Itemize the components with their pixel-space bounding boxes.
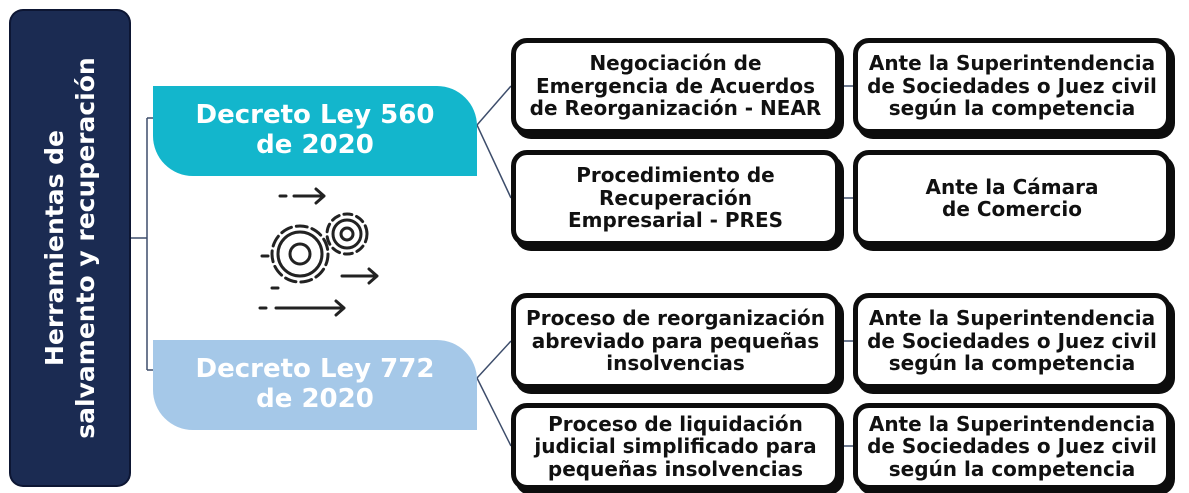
gears-arrows-icon xyxy=(258,187,379,317)
decree-772-node: Decreto Ley 772 de 2020 xyxy=(153,340,477,430)
procedure-pres: Procedimiento de Recuperación Empresaria… xyxy=(511,150,840,246)
procedure-reorganizacion-label: Proceso de reorganización abreviado para… xyxy=(526,306,825,376)
authority-near: Ante la Superintendencia de Sociedades o… xyxy=(853,38,1171,134)
decree-560-node: Decreto Ley 560 de 2020 xyxy=(153,86,477,176)
decree-772-title: Decreto Ley 772 de 2020 xyxy=(195,354,435,414)
procedure-liquidacion-label: Proceso de liquidación judicial simplifi… xyxy=(534,411,817,481)
procedure-near-label: Negociación de Emergencia de Acuerdos de… xyxy=(529,51,822,121)
decree-560-title: Decreto Ley 560 de 2020 xyxy=(195,100,435,160)
authority-reorganizacion-label: Ante la Superintendencia de Sociedades o… xyxy=(867,306,1157,376)
authority-liquidacion-label: Ante la Superintendencia de Sociedades o… xyxy=(867,411,1157,481)
root-label: Herramientas de salvamento y recuperació… xyxy=(39,57,100,439)
procedure-reorganizacion: Proceso de reorganización abreviado para… xyxy=(511,293,840,389)
authority-pres: Ante la Cámara de Comercio xyxy=(853,150,1171,246)
authority-reorganizacion: Ante la Superintendencia de Sociedades o… xyxy=(853,293,1171,389)
procedure-pres-label: Procedimiento de Recuperación Empresaria… xyxy=(567,163,784,233)
authority-liquidacion: Ante la Superintendencia de Sociedades o… xyxy=(853,403,1171,490)
root-node: Herramientas de salvamento y recuperació… xyxy=(11,11,129,485)
authority-pres-label: Ante la Cámara de Comercio xyxy=(925,174,1099,221)
authority-near-label: Ante la Superintendencia de Sociedades o… xyxy=(867,51,1157,121)
procedure-liquidacion: Proceso de liquidación judicial simplifi… xyxy=(511,403,840,490)
procedure-near: Negociación de Emergencia de Acuerdos de… xyxy=(511,38,840,134)
